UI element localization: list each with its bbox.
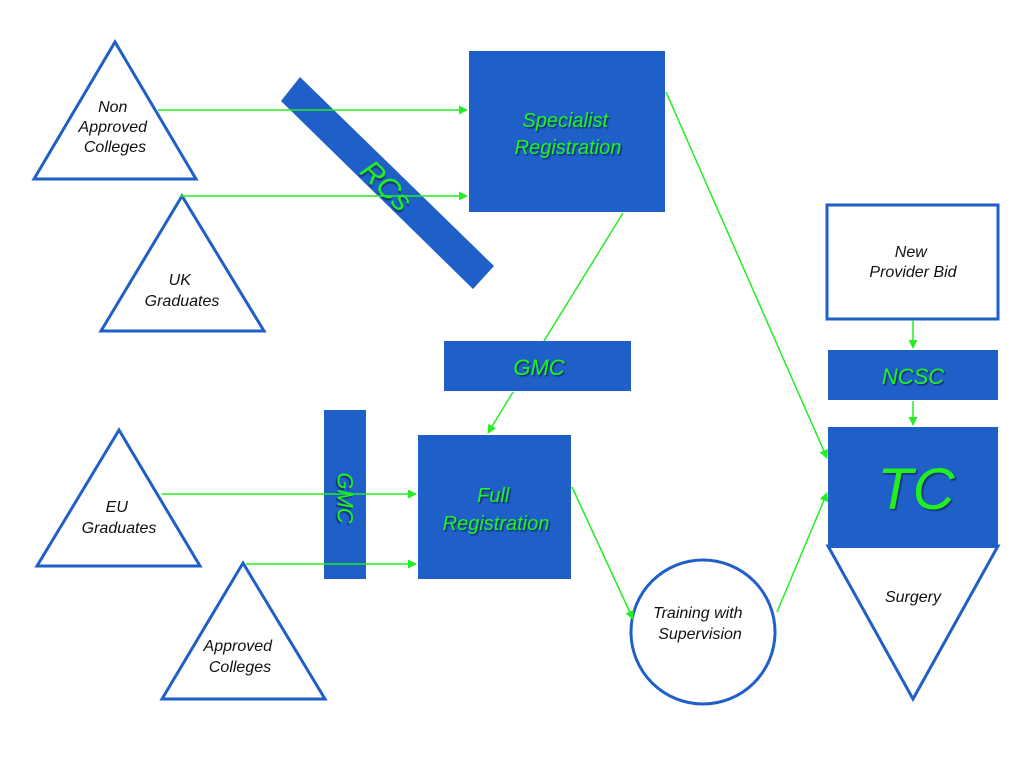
- new-provider-bid-label-1: New: [895, 244, 928, 261]
- tc-node: TC: [828, 427, 998, 548]
- training-with-supervision-label-2: Supervision: [658, 626, 742, 643]
- uk-graduates-label-2: Graduates: [145, 293, 220, 310]
- specialist-registration-node: Specialist Registration: [469, 51, 665, 212]
- gmc-horizontal-node: GMC: [444, 341, 631, 391]
- gmc-horizontal-label: GMC: [513, 355, 564, 380]
- svg-text:Full Registration: Full Registration: [443, 485, 550, 535]
- new-provider-bid-label-2: Provider Bid: [869, 264, 957, 281]
- eu-graduates-triangle: [34, 427, 203, 568]
- connector-specialist-to-gmc: [543, 212, 624, 342]
- surgery-node: Surgery: [825, 544, 1001, 703]
- non-approved-colleges-triangle: [31, 39, 199, 181]
- non-approved-colleges-node: Non Approved Colleges: [31, 39, 199, 181]
- non-approved-colleges-label-3: Colleges: [84, 139, 146, 156]
- arrow-specialist-to-tc: [665, 91, 828, 459]
- new-provider-bid-node: New Provider Bid: [825, 203, 1000, 321]
- approved-colleges-label-2: Colleges: [209, 659, 271, 676]
- ncsc-bar: [828, 350, 998, 400]
- surgery-triangle: [825, 544, 1001, 703]
- svg-text:Non Approved Colle: Non Approved Colleges: [78, 99, 152, 156]
- surgery-label: Surgery: [885, 589, 942, 606]
- gmc-horizontal-bar: [444, 341, 631, 391]
- uk-graduates-triangle: [98, 193, 267, 333]
- ncsc-label: NCSC: [882, 364, 944, 389]
- arrow-training-to-tc: [776, 492, 829, 613]
- eu-graduates-label-1: EU: [106, 499, 129, 516]
- connectors: [158, 91, 918, 620]
- svg-text:EU Graduates: EU Graduates: [82, 499, 157, 537]
- svg-text:Approved Colleges: Approved Colleges: [203, 638, 277, 676]
- training-with-supervision-label-1: Training with: [653, 605, 743, 622]
- new-provider-bid-box: [825, 203, 1000, 321]
- training-with-supervision-node: Training with Supervision: [629, 558, 777, 706]
- uk-graduates-label-1: UK: [169, 272, 193, 289]
- svg-text:Specialist Registration: Specialist Registration: [515, 110, 622, 159]
- approved-colleges-triangle: [159, 560, 328, 701]
- eu-graduates-node: EU Graduates: [34, 427, 203, 568]
- svg-text:New Provider Bid: New Provider Bid: [869, 244, 957, 281]
- training-with-supervision-circle: [629, 558, 777, 706]
- specialist-registration-label-2: Registration: [515, 137, 622, 159]
- rcs-node: RCs: [281, 77, 494, 289]
- non-approved-colleges-label-2: Approved: [78, 119, 149, 136]
- full-registration-label-2: Registration: [443, 513, 550, 535]
- arrow-full-registration-to-training: [571, 486, 634, 620]
- specialist-registration-box: [469, 51, 665, 212]
- tc-label: TC: [877, 457, 955, 522]
- tc-box: [828, 427, 998, 548]
- gmc-vertical-label: GMC: [333, 472, 358, 523]
- full-registration-box: [418, 435, 571, 579]
- svg-text:Training with Supervisio: Training with Supervision: [653, 605, 747, 643]
- specialist-registration-label-1: Specialist: [522, 110, 609, 132]
- rcs-bar: [281, 77, 494, 289]
- uk-graduates-node: UK Graduates: [98, 193, 267, 333]
- approved-colleges-node: Approved Colleges: [159, 560, 328, 701]
- full-registration-node: Full Registration: [418, 435, 571, 579]
- non-approved-colleges-label-1: Non: [98, 99, 127, 116]
- arrow-gmc-to-full-registration: [487, 391, 514, 434]
- eu-graduates-label-2: Graduates: [82, 520, 157, 537]
- approved-colleges-label-1: Approved: [203, 638, 274, 655]
- full-registration-label-1: Full: [477, 485, 510, 507]
- ncsc-node: NCSC: [828, 350, 998, 400]
- svg-text:UK Graduates: UK Graduates: [145, 272, 220, 310]
